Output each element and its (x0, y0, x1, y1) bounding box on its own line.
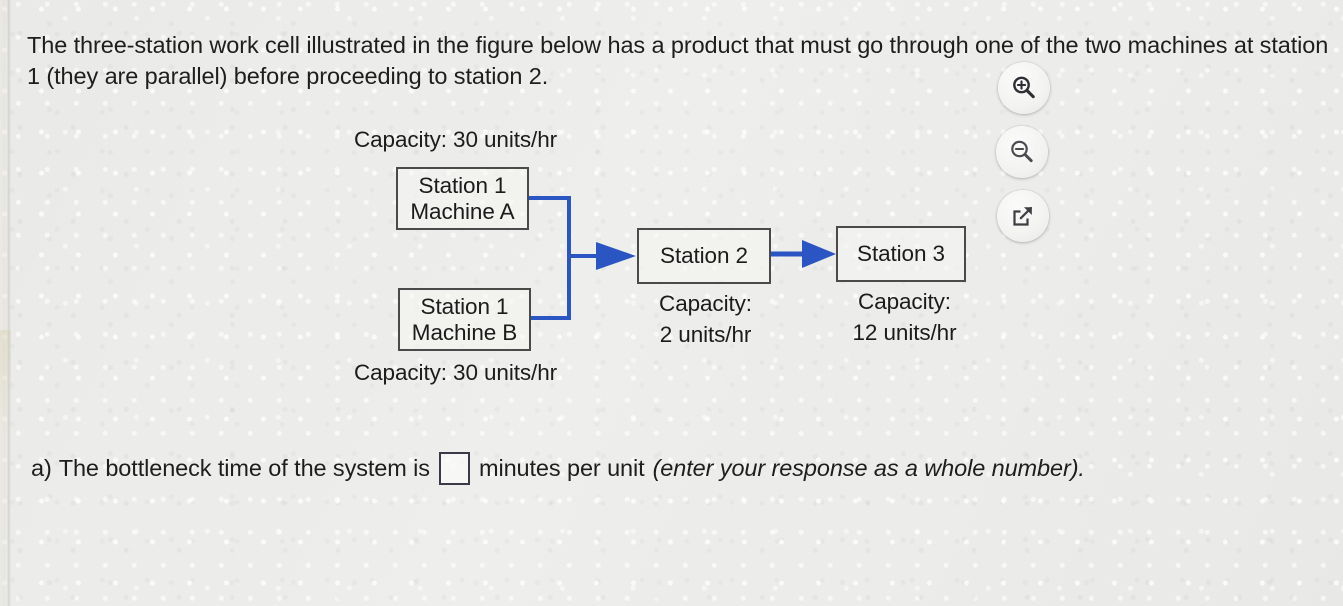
answer-line: a) The bottleneck time of the system is … (31, 452, 1085, 485)
capacity-label-station2: Capacity: 2 units/hr (633, 288, 778, 350)
node-station2-label: Station 2 (660, 243, 748, 268)
node-station1-machine-a-line2: Machine A (410, 198, 515, 224)
answer-hint-text: (enter your response as a whole number). (652, 455, 1085, 481)
node-station1-machine-a-line1: Station 1 (418, 172, 507, 198)
capacity-label-machine-b: Capacity: 30 units/hr (354, 360, 558, 385)
capacity-label-station3-line2: 12 units/hr (852, 320, 957, 345)
answer-text-after: minutes per unit (478, 455, 645, 481)
zoom-out-icon (1011, 140, 1033, 163)
open-in-new-window-button[interactable] (997, 190, 1049, 242)
node-station3: Station 3 (836, 226, 966, 282)
node-station1-machine-b: Station 1 Machine B (398, 288, 531, 351)
answer-part-label: a) (31, 455, 52, 481)
node-station3-label: Station 3 (857, 241, 945, 266)
external-link-icon (1013, 206, 1033, 226)
zoom-in-icon (1013, 76, 1035, 99)
capacity-label-station3-line1: Capacity: (858, 289, 951, 314)
zoom-in-button[interactable] (998, 62, 1050, 114)
capacity-label-machine-a: Capacity: 30 units/hr (354, 127, 558, 152)
bottleneck-time-input[interactable] (438, 452, 470, 485)
answer-text-before: The bottleneck time of the system is (58, 455, 430, 481)
node-station1-machine-b-line1: Station 1 (420, 293, 509, 319)
capacity-label-station2-line1: Capacity: (659, 291, 752, 316)
node-station1-machine-a: Station 1 Machine A (396, 167, 529, 230)
capacity-label-station2-line2: 2 units/hr (659, 322, 752, 347)
zoom-out-button[interactable] (996, 126, 1048, 178)
node-station1-machine-b-line2: Machine B (411, 319, 518, 345)
capacity-label-station3: Capacity: 12 units/hr (832, 286, 977, 348)
arrowhead-to-station3 (802, 240, 836, 268)
arrowhead-to-station2 (596, 242, 636, 270)
node-station2: Station 2 (637, 228, 771, 284)
